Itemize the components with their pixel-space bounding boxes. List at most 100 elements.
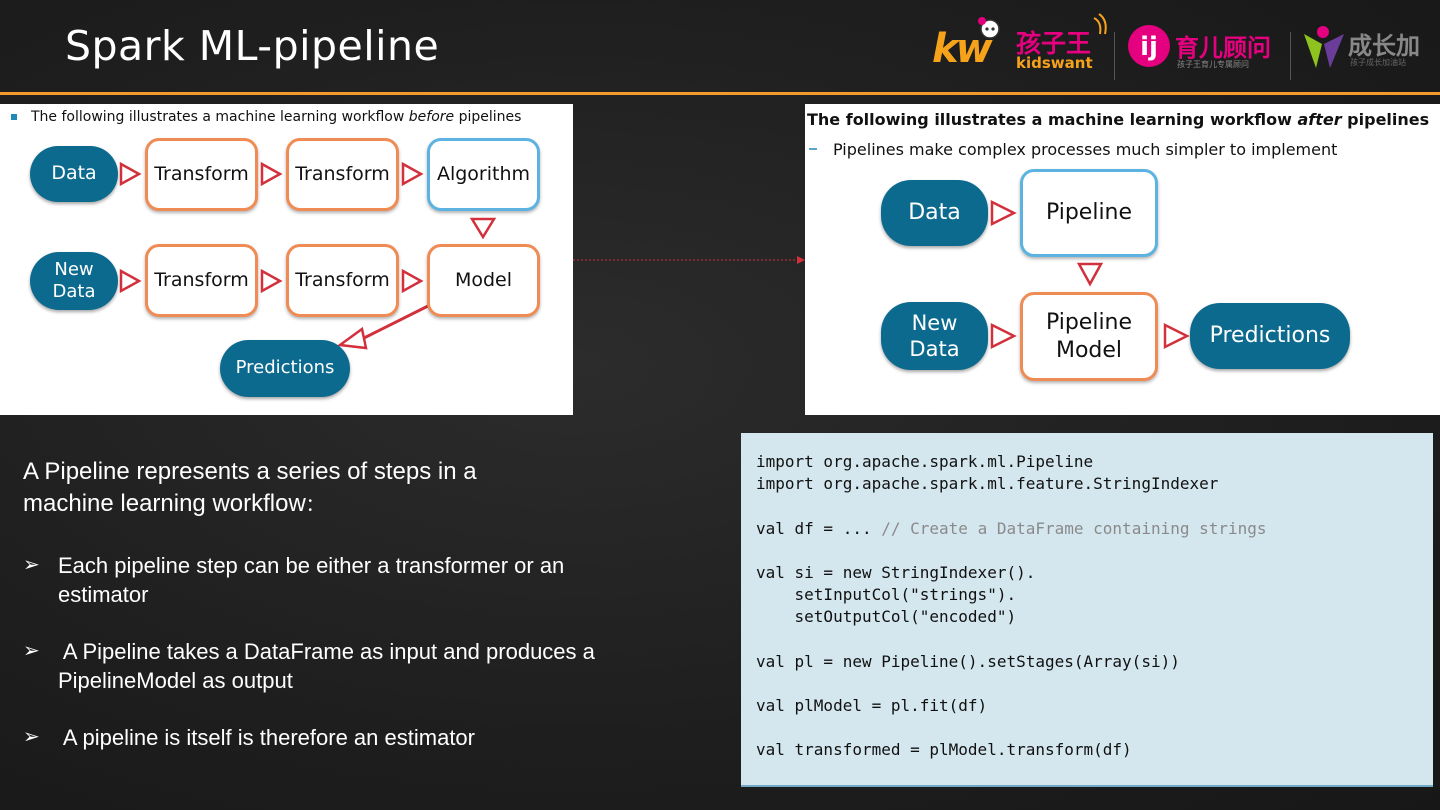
- bullet-item: ➢ Each pipeline step can be either a tra…: [23, 551, 663, 611]
- code-line: [756, 540, 1418, 562]
- yuer-icon: ij: [1128, 25, 1170, 67]
- model-to-predictions-line: [359, 303, 431, 342]
- chengzhang-cn: 成长加: [1348, 32, 1420, 60]
- bullet-item: ➢ A pipeline is itself is therefore an e…: [23, 723, 663, 755]
- node-algorithm: Algorithm: [427, 138, 540, 211]
- code-line: [756, 495, 1418, 517]
- intro-line-2: machine learning workflow：: [23, 488, 663, 521]
- node-new-data: New Data: [881, 302, 988, 370]
- node-predictions: Predictions: [220, 340, 350, 397]
- arrow-icon: [336, 326, 368, 350]
- after-diagram-arrows: [809, 148, 1190, 350]
- arrow-icon: [119, 268, 142, 294]
- code-line: val df = ... // Create a DataFrame conta…: [756, 518, 1418, 540]
- code-line: val plModel = pl.fit(df): [756, 696, 988, 716]
- node-model: Model: [427, 244, 540, 317]
- code-comment: // Create a DataFrame containing strings: [881, 518, 1267, 538]
- node-new-data-line2: Data: [52, 281, 96, 302]
- node-new-data-line1: New: [54, 258, 94, 280]
- bullet-line-1: Each pipeline step can be either a trans…: [58, 553, 565, 578]
- code-snippet: import org.apache.spark.ml.Pipeline impo…: [741, 433, 1433, 787]
- code-line: [756, 673, 1418, 695]
- arrowhead-bullet-icon: ➢: [23, 640, 40, 662]
- node-transform: Transform: [286, 138, 399, 211]
- slide-title: Spark ML-pipeline: [65, 22, 440, 70]
- arrow-icon: [1163, 322, 1190, 350]
- intro-paragraph: A Pipeline represents a series of steps …: [23, 456, 663, 521]
- chengzhang-sub: 孩子成长加油站: [1350, 58, 1406, 67]
- kidswant-en: kidswant: [1016, 54, 1093, 72]
- yuer-cn: 育儿顾问: [1175, 28, 1271, 63]
- chengzhang-icon: [1304, 26, 1344, 68]
- intro-line-2-text: machine learning workflow: [23, 490, 306, 517]
- node-transform: Transform: [286, 244, 399, 317]
- intro-line-1: A Pipeline represents a series of steps …: [23, 458, 477, 485]
- node-transform: Transform: [145, 138, 258, 211]
- code-text: val df = ...: [756, 518, 882, 538]
- logo-divider: [1114, 32, 1115, 80]
- code-line: val si = new StringIndexer().: [756, 562, 1036, 582]
- after-heading-emphasis: after: [1297, 110, 1342, 129]
- code-line: setInputCol("strings").: [756, 585, 1017, 605]
- bullet-item: ➢ A Pipeline takes a DataFrame as input …: [23, 637, 663, 697]
- bullet-text: Each pipeline step can be either a trans…: [58, 551, 678, 609]
- yuer-sub: 孩子王育儿专属顾问: [1177, 60, 1249, 69]
- title-divider: [0, 92, 1440, 95]
- node-data: Data: [30, 146, 118, 202]
- node-predictions: Predictions: [1190, 303, 1350, 369]
- panel-connector-arrow: [573, 256, 805, 264]
- before-heading-emphasis: before: [408, 109, 455, 125]
- bullet-line-2: estimator: [58, 582, 149, 607]
- bullet-line-2: PipelineModel as output: [58, 668, 293, 693]
- code-line: setOutputCol("encoded"): [756, 607, 1017, 627]
- arrow-icon: [990, 322, 1017, 350]
- after-pipeline-diagram: The following illustrates a machine lear…: [805, 104, 1440, 415]
- yuer-cn-text: 育儿顾问: [1175, 34, 1271, 62]
- svg-text:ij: ij: [1140, 32, 1158, 62]
- code-line: val transformed = plModel.transform(df): [756, 740, 1132, 760]
- after-sub-bullet: Pipelines make complex processes much si…: [833, 140, 1338, 159]
- node-data: Data: [881, 180, 988, 246]
- before-heading-prefix: The following illustrates a machine lear…: [31, 109, 409, 125]
- arrow-icon: [119, 161, 142, 187]
- arrow-icon: [1076, 262, 1104, 287]
- kidswant-cn: 孩子王: [1016, 29, 1092, 58]
- node-pipeline-model-line2: Model: [1055, 337, 1123, 363]
- arrowhead-bullet-icon: ➢: [23, 554, 40, 576]
- code-line: import org.apache.spark.ml.Pipeline: [756, 452, 1094, 471]
- code-line: [756, 629, 1418, 651]
- bullet-line-1: A Pipeline takes a DataFrame as input an…: [58, 639, 595, 664]
- logo-divider: [1290, 32, 1291, 80]
- node-pipeline: Pipeline: [1020, 169, 1158, 257]
- kidswant-character-icon: [978, 17, 1000, 39]
- arrow-icon: [260, 268, 283, 294]
- after-heading-prefix: The following illustrates a machine lear…: [807, 110, 1298, 129]
- bullet-line-1: A pipeline is itself is therefore an est…: [58, 725, 475, 750]
- arrowhead-bullet-icon: ➢: [23, 726, 40, 748]
- before-pipeline-diagram: The following illustrates a machine lear…: [0, 104, 573, 415]
- code-line: val pl = new Pipeline().setStages(Array(…: [756, 651, 1180, 671]
- after-heading: The following illustrates a machine lear…: [807, 110, 1429, 129]
- code-line: [756, 717, 1418, 739]
- heading-bullet-square: [11, 114, 17, 120]
- arrow-icon: [260, 161, 283, 187]
- signal-icon: [1093, 13, 1107, 35]
- arrow-icon: [401, 161, 424, 187]
- arrow-icon: [401, 268, 424, 294]
- arrow-icon: [469, 217, 497, 240]
- node-new-data-line1: New: [911, 310, 958, 335]
- bullet-text: A Pipeline takes a DataFrame as input an…: [58, 637, 678, 695]
- node-pipeline-model-line1: Pipeline: [1045, 310, 1133, 335]
- node-transform: Transform: [145, 244, 258, 317]
- before-heading-suffix: pipelines: [454, 109, 522, 125]
- arrow-icon: [990, 199, 1017, 227]
- node-new-data-line2: Data: [909, 337, 960, 361]
- node-pipeline-model: Pipeline Model: [1020, 292, 1158, 381]
- after-heading-suffix: pipelines: [1341, 110, 1430, 129]
- before-diagram-arrows: [11, 114, 497, 350]
- code-line: import org.apache.spark.ml.feature.Strin…: [756, 474, 1219, 494]
- logo-bar: kw 孩子王 kidswant ij 育儿顾问 孩子王育儿专属顾问 成长加 孩子…: [930, 10, 1440, 85]
- bullet-text: A pipeline is itself is therefore an est…: [58, 723, 678, 752]
- intro-colon: ：: [305, 495, 324, 515]
- before-heading: The following illustrates a machine lear…: [31, 109, 521, 125]
